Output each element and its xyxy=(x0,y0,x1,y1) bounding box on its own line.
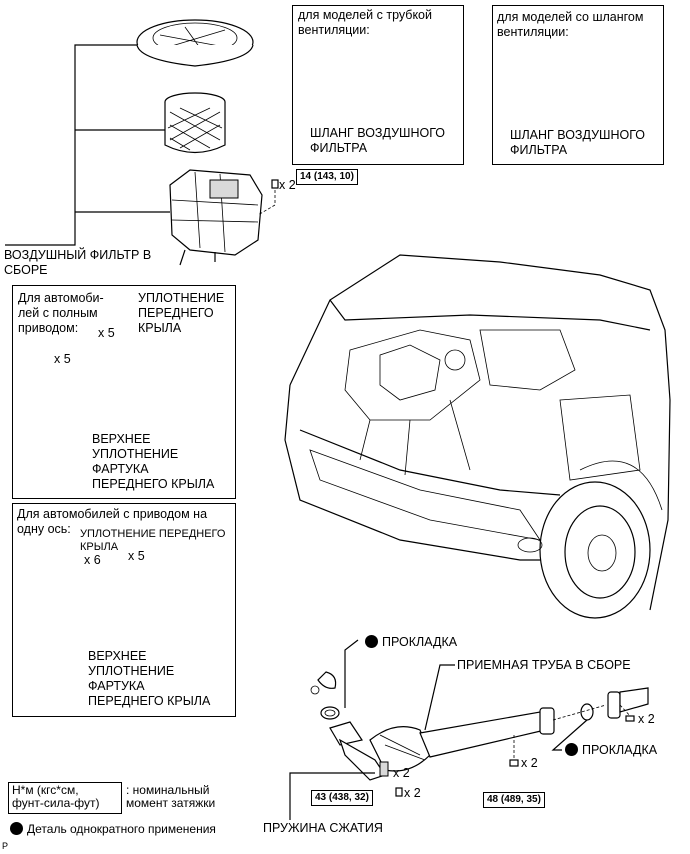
filter-housing-icon xyxy=(169,169,263,266)
spring-label: ПРУЖИНА СЖАТИЯ xyxy=(263,821,383,835)
twd-panel xyxy=(12,503,236,717)
non-reusable-icon xyxy=(565,743,578,756)
legend-torque-desc: : номинальный момент затяжки xyxy=(126,783,216,810)
front-pipe-icon xyxy=(310,671,649,797)
filter-element-icon xyxy=(164,92,226,154)
flange-mid-torque-badge: 48 (489, 35) xyxy=(483,792,545,808)
legend-torque-box xyxy=(8,782,122,814)
twd-upper-seal-label: ВЕРХНЕЕ УПЛОТНЕНИЕ ФАРТУКА ПЕРЕДНЕГО КРЫ… xyxy=(88,649,211,708)
hose-model-hose-label: ШЛАНГ ВОЗДУШНОГО ФИЛЬТРА xyxy=(510,128,646,157)
awd-title: Для автомоби- лей с полным приводом: xyxy=(18,291,104,335)
flange-qty-a: x 2 xyxy=(638,712,655,726)
air-filter-assy-label: ВОЗДУШНЫЙ ФИЛЬТР В СБОРЕ xyxy=(4,248,152,277)
filter-torque-badge: 14 (143, 10) xyxy=(296,169,358,185)
gasket-top-label: ПРОКЛАДКА xyxy=(365,635,457,650)
flange-left-torque-badge: 43 (438, 32) xyxy=(311,790,373,806)
hose-model-panel xyxy=(492,5,664,165)
front-pipe-leader xyxy=(424,664,455,731)
spring-qty-a: x 2 xyxy=(393,766,410,780)
gasket-right-label: ПРОКЛАДКА xyxy=(565,743,657,758)
air-filter-cap-icon xyxy=(136,19,254,67)
tube-model-title: для моделей с трубкой вентиляции: xyxy=(298,8,432,37)
awd-panel xyxy=(12,285,236,499)
spring-qty-b: x 2 xyxy=(404,786,421,800)
awd-qty-b: x 5 xyxy=(54,352,71,366)
legend-non-reusable: Деталь однократного применения xyxy=(10,822,216,836)
air-filter-bracket xyxy=(5,44,170,246)
non-reusable-icon xyxy=(365,635,378,648)
twd-fender-seal-label: УПЛОТНЕНИЕ ПЕРЕДНЕГО КРЫЛА xyxy=(80,528,226,553)
gasket-top-leader xyxy=(344,639,359,708)
tube-model-hose-label: ШЛАНГ ВОЗДУШНОГО ФИЛЬТРА xyxy=(310,126,446,155)
vehicle-front-icon xyxy=(284,254,671,619)
non-reusable-icon xyxy=(10,822,23,835)
filter-bolt-icon xyxy=(257,179,279,216)
twd-title: Для автомобилей с приводом на одну ось: xyxy=(17,507,208,536)
awd-qty-a: x 5 xyxy=(98,326,115,340)
flange-qty-b: x 2 xyxy=(521,756,538,770)
front-pipe-label: ПРИЕМНАЯ ТРУБА В СБОРЕ xyxy=(457,658,631,672)
twd-qty-b: x 5 xyxy=(128,549,145,563)
hose-model-title: для моделей со шлангом вентиляции: xyxy=(497,10,644,39)
gasket-right-leader xyxy=(551,719,588,751)
filter-bolt-qty: x 2 xyxy=(279,178,296,192)
awd-fender-seal-label: УПЛОТНЕНИЕ ПЕРЕДНЕГО КРЫЛА xyxy=(138,291,225,335)
tube-model-panel xyxy=(292,5,464,165)
awd-upper-seal-label: ВЕРХНЕЕ УПЛОТНЕНИЕ ФАРТУКА ПЕРЕДНЕГО КРЫ… xyxy=(92,432,215,491)
spring-leader xyxy=(289,772,375,820)
twd-qty-a: x 6 xyxy=(84,553,101,567)
legend-torque-unit: Н*м (кгс*см, фунт-сила-фут) xyxy=(12,783,100,810)
corner-mark: P xyxy=(2,841,9,851)
